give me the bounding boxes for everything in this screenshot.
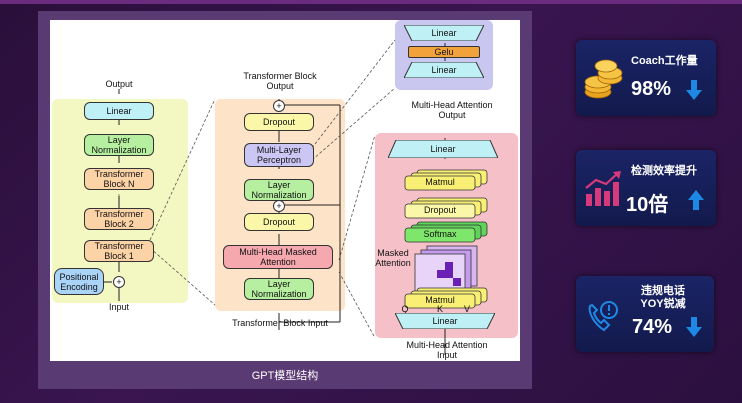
mlp-linear-bottom-shape bbox=[404, 62, 484, 78]
attention-output-label: Multi-Head Attention Output bbox=[411, 100, 493, 120]
transformer-block-2-node: Transformer Block 2 bbox=[84, 208, 154, 230]
arrow-up-icon bbox=[688, 190, 704, 210]
block-output-label: Transformer Block Output bbox=[243, 71, 317, 91]
layer-normalization-bottom-node: Layer Normalization bbox=[244, 278, 314, 300]
metric-card-efficiency: 检测效率提升 10倍 bbox=[576, 150, 716, 226]
add-positional-plus: + bbox=[113, 276, 125, 288]
gelu-node: Gelu bbox=[408, 46, 480, 58]
gpt-architecture-figure: Output Linear Layer Normalization Transf… bbox=[50, 20, 520, 361]
connector-lines bbox=[103, 39, 446, 355]
block-input-label: Transformer Block Input bbox=[232, 318, 328, 328]
top-accent-line bbox=[0, 0, 742, 4]
attention-linear-bottom-label: Linear bbox=[432, 316, 458, 326]
block-ellipsis: ⋮ bbox=[114, 193, 124, 203]
mlp-linear-top-shape bbox=[404, 25, 484, 41]
attention-linear-top-label: Linear bbox=[430, 144, 456, 154]
attention-softmax-label: Softmax bbox=[423, 229, 457, 239]
attention-input-label: Multi-Head Attention Input bbox=[406, 340, 488, 360]
arrow-down-icon bbox=[686, 80, 702, 100]
attention-dropout-label: Dropout bbox=[423, 205, 457, 215]
v-label: V bbox=[463, 304, 470, 314]
metric-title-calls: 违规电话 YOY锐减 bbox=[640, 285, 686, 310]
block-output-plus: + bbox=[273, 100, 285, 112]
model-output-label: Output bbox=[105, 79, 133, 89]
positional-encoding-node: Positional Encoding bbox=[54, 268, 104, 295]
coins-icon bbox=[584, 59, 623, 99]
metric-value-efficiency: 10倍 bbox=[626, 194, 669, 216]
transformer-block-1-node: Transformer Block 1 bbox=[84, 240, 154, 262]
multi-head-masked-attention-node: Multi-Head Masked Attention bbox=[223, 245, 333, 269]
attention-head-stack bbox=[404, 169, 488, 309]
arrow-down-icon bbox=[686, 317, 702, 337]
attention-matmul-bottom-label: Matmul bbox=[425, 295, 455, 305]
linear-node: Linear bbox=[84, 102, 154, 120]
metric-title-efficiency: 检测效率提升 bbox=[631, 165, 697, 177]
block-residual-plus: + bbox=[273, 200, 285, 212]
phone-alert-icon bbox=[588, 301, 618, 332]
attention-linear-top-shape bbox=[388, 140, 498, 158]
bar-chart-icon bbox=[585, 171, 621, 206]
dropout-top-node: Dropout bbox=[244, 113, 314, 131]
transformer-block-n-node: Transformer Block N bbox=[84, 168, 154, 190]
metric-title-coach: Coach工作量 bbox=[631, 55, 698, 67]
metric-card-coach: Coach工作量 98% bbox=[576, 40, 716, 116]
model-input-label: Input bbox=[108, 302, 130, 312]
multi-layer-perceptron-node: Multi-Layer Perceptron bbox=[244, 143, 314, 167]
masked-attention-label: Masked Attention bbox=[375, 248, 411, 268]
k-label: K bbox=[436, 304, 443, 314]
q-label: Q bbox=[401, 304, 409, 314]
attention-matmul-top-label: Matmul bbox=[425, 177, 455, 187]
layer-normalization-node: Layer Normalization bbox=[84, 134, 154, 156]
metric-value-calls: 74% bbox=[632, 316, 673, 338]
figure-caption: GPT模型结构 bbox=[251, 370, 319, 382]
mlp-linear-bottom-label: Linear bbox=[431, 65, 457, 75]
dropout-mid-node: Dropout bbox=[244, 213, 314, 231]
layer-normalization-top-node: Layer Normalization bbox=[244, 179, 314, 201]
mlp-linear-top-label: Linear bbox=[431, 28, 457, 38]
metric-card-calls: 违规电话 YOY锐减 74% bbox=[576, 276, 714, 352]
metric-value-coach: 98% bbox=[631, 78, 672, 100]
attention-linear-bottom-shape bbox=[395, 313, 495, 329]
